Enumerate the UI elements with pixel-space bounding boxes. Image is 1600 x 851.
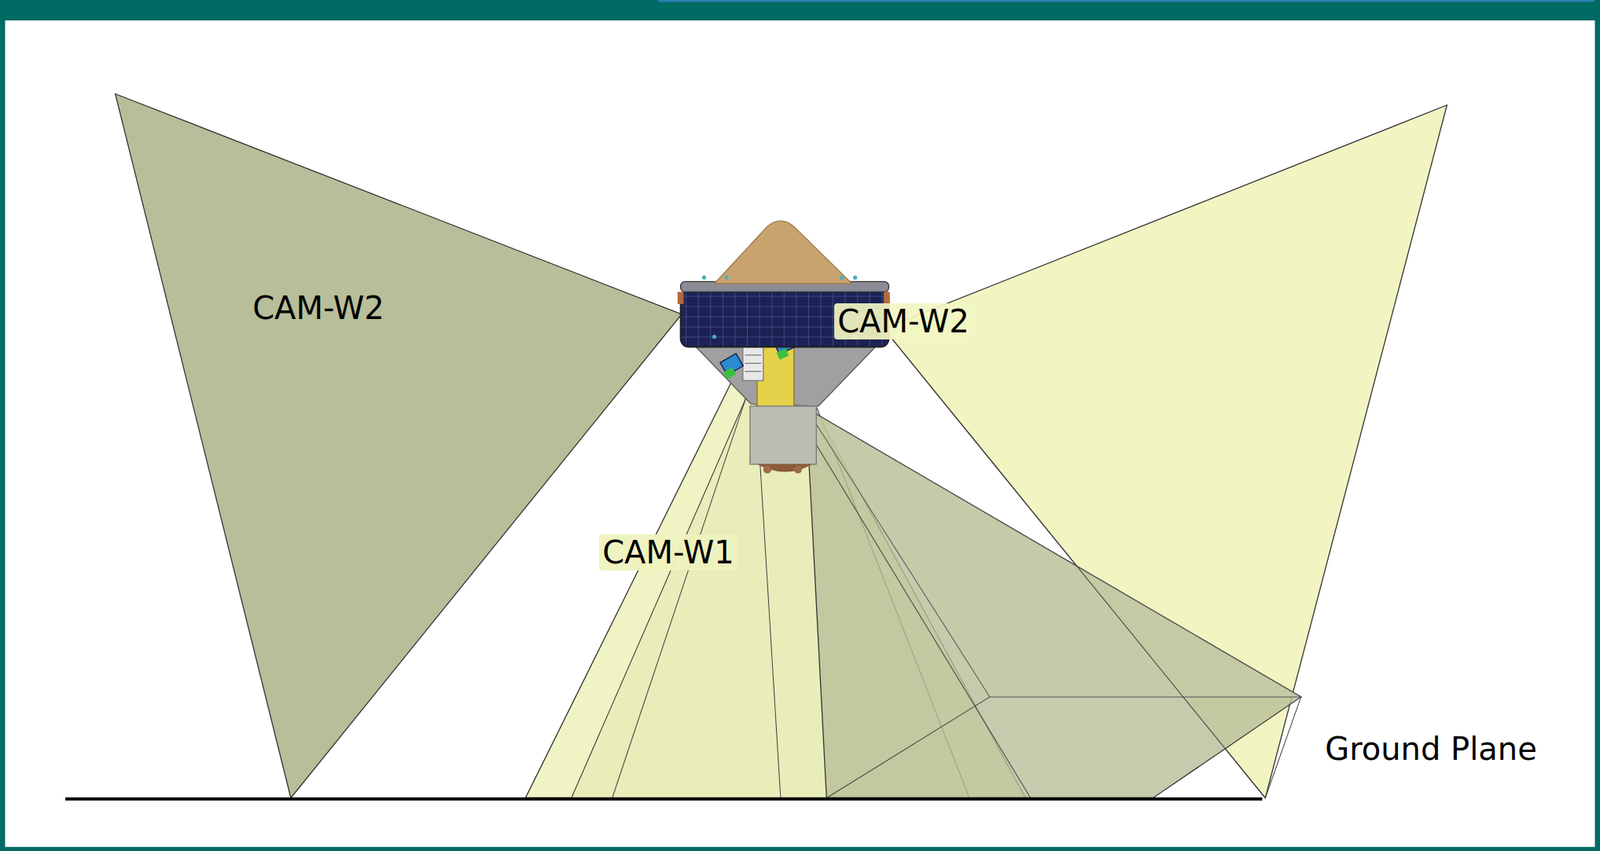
frame-bottom	[0, 847, 1600, 851]
header-accent	[658, 0, 1600, 3]
fov-cone	[805, 408, 1301, 799]
fov-label: CAM-W1	[599, 534, 738, 571]
fov-cone	[805, 408, 1301, 697]
frame-left	[0, 0, 5, 851]
lander	[677, 220, 891, 474]
plane-label: Ground Plane	[1321, 731, 1541, 768]
fov-label: CAM-W2	[249, 290, 388, 327]
header-bar	[0, 0, 1600, 21]
frame-right	[1595, 0, 1600, 851]
ground-plane-line	[65, 798, 1262, 802]
fov-label: CAM-W2	[834, 303, 973, 340]
